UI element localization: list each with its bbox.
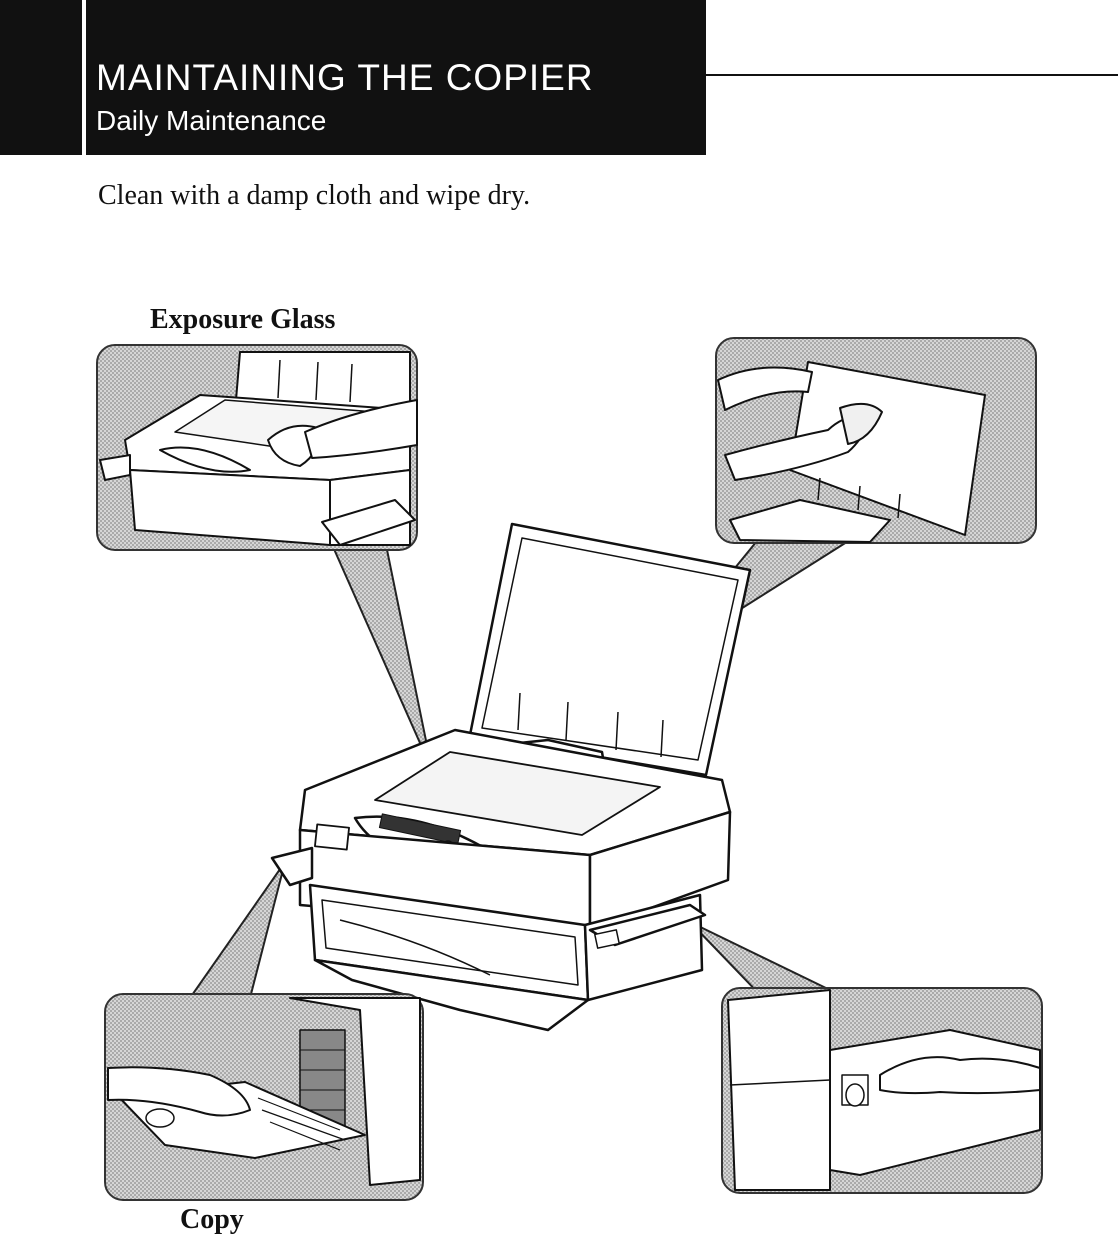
- page-title: MAINTAINING THE COPIER: [96, 57, 594, 98]
- page-subtitle: Daily Maintenance: [96, 105, 327, 136]
- copier-main: [270, 522, 752, 1032]
- inset-exit-area: [721, 987, 1043, 1194]
- inset-lid-cleaning: [715, 337, 1037, 544]
- header-band: [0, 0, 706, 155]
- inset-exposure-glass: [96, 344, 418, 551]
- callout-pointer-bottom-left: [188, 861, 286, 999]
- header-accent-bar: [82, 0, 86, 155]
- label-exposure-glass: Exposure Glass: [150, 304, 336, 335]
- inset-copy-tray: [104, 993, 424, 1201]
- header-rule: [676, 74, 1118, 76]
- instruction-text: Clean with a damp cloth and wipe dry.: [98, 180, 531, 211]
- label-copy: Copy: [180, 1204, 244, 1235]
- callout-pointer-top-left: [328, 539, 433, 771]
